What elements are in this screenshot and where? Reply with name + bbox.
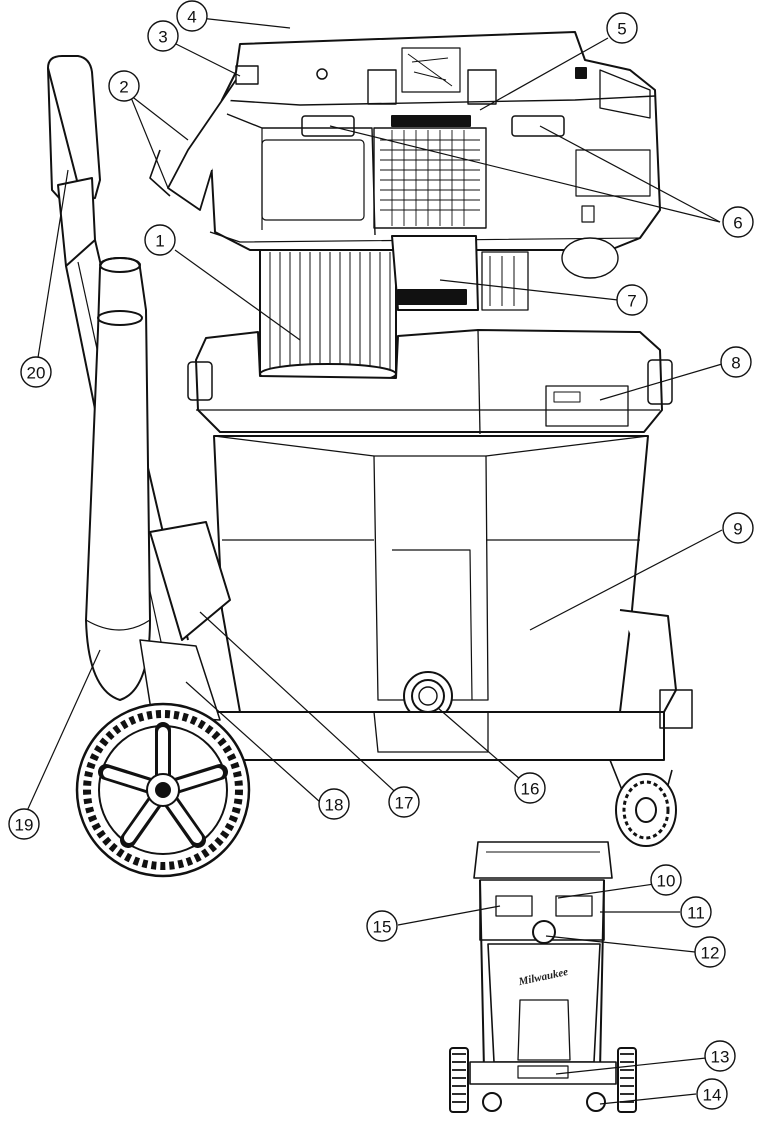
callout-circle bbox=[176, 0, 208, 32]
callout-circle bbox=[606, 12, 638, 44]
callout-number: 1 bbox=[155, 232, 164, 251]
callout-circle bbox=[366, 910, 398, 942]
callout-circle bbox=[388, 786, 420, 818]
callout-11: 11 bbox=[680, 896, 712, 928]
callout-number: 16 bbox=[521, 780, 540, 799]
callout-circle bbox=[722, 206, 754, 238]
tank-rim bbox=[187, 329, 673, 435]
callout-19: 19 bbox=[8, 808, 40, 840]
callout-circle bbox=[8, 808, 40, 840]
callout-number: 14 bbox=[703, 1086, 722, 1105]
callout-circle bbox=[616, 284, 648, 316]
callout-circle bbox=[650, 864, 682, 896]
callout-circle bbox=[680, 896, 712, 928]
leader-lines bbox=[21, 17, 723, 1105]
callout-number: 5 bbox=[617, 20, 626, 39]
callout-number: 11 bbox=[687, 904, 705, 923]
callout-number: 19 bbox=[15, 816, 34, 835]
callout-number: 20 bbox=[27, 364, 46, 383]
large-wheel bbox=[75, 702, 251, 878]
callout-number: 8 bbox=[731, 354, 740, 373]
callout-circle bbox=[147, 20, 179, 52]
callout-14: 14 bbox=[696, 1078, 728, 1110]
callout-circle bbox=[704, 1040, 736, 1072]
accessory-holder bbox=[139, 521, 231, 721]
callout-circle bbox=[144, 224, 176, 256]
callout-12: 12 bbox=[694, 936, 726, 968]
callout-number: 9 bbox=[733, 520, 742, 539]
callout-number: 6 bbox=[733, 214, 742, 233]
callout-number: 18 bbox=[325, 796, 344, 815]
callout-number: 2 bbox=[119, 78, 128, 97]
callout-8: 8 bbox=[720, 346, 752, 378]
callout-number: 15 bbox=[373, 918, 392, 937]
callout-number: 7 bbox=[627, 292, 636, 311]
rear-caster bbox=[609, 759, 677, 847]
callout-18: 18 bbox=[318, 788, 350, 820]
wand-storage bbox=[85, 257, 151, 701]
callout-circle bbox=[696, 1078, 728, 1110]
callout-circle bbox=[20, 356, 52, 388]
callout-5: 5 bbox=[606, 12, 638, 44]
callout-20: 20 bbox=[20, 356, 52, 388]
callout-13: 13 bbox=[704, 1040, 736, 1072]
float-cage bbox=[391, 235, 529, 311]
callout-number: 10 bbox=[657, 872, 676, 891]
callout-circle bbox=[720, 346, 752, 378]
callout-number: 12 bbox=[701, 944, 720, 963]
callout-10: 10 bbox=[650, 864, 682, 896]
callout-9: 9 bbox=[722, 512, 754, 544]
callout-16: 16 bbox=[514, 772, 546, 804]
callout-circle bbox=[318, 788, 350, 820]
callout-1: 1 bbox=[144, 224, 176, 256]
drain-plug bbox=[403, 671, 453, 721]
callout-number: 4 bbox=[187, 8, 196, 27]
base bbox=[199, 609, 693, 761]
callout-number: 3 bbox=[158, 28, 167, 47]
callout-6: 6 bbox=[722, 206, 754, 238]
callout-number: 13 bbox=[711, 1048, 730, 1067]
callout-17: 17 bbox=[388, 786, 420, 818]
callout-circle bbox=[722, 512, 754, 544]
callout-15: 15 bbox=[366, 910, 398, 942]
rear-view-illustration bbox=[449, 841, 637, 1113]
callout-circle bbox=[694, 936, 726, 968]
callout-4: 4 bbox=[176, 0, 208, 32]
main-vacuum-illustration bbox=[47, 31, 693, 878]
callout-3: 3 bbox=[147, 20, 179, 52]
tank bbox=[213, 435, 649, 713]
callout-circle bbox=[108, 70, 140, 102]
filter bbox=[259, 249, 397, 385]
powerhead bbox=[149, 31, 661, 279]
callout-7: 7 bbox=[616, 284, 648, 316]
callout-2: 2 bbox=[108, 70, 140, 102]
callout-circle bbox=[514, 772, 546, 804]
callout-number: 17 bbox=[395, 794, 414, 813]
